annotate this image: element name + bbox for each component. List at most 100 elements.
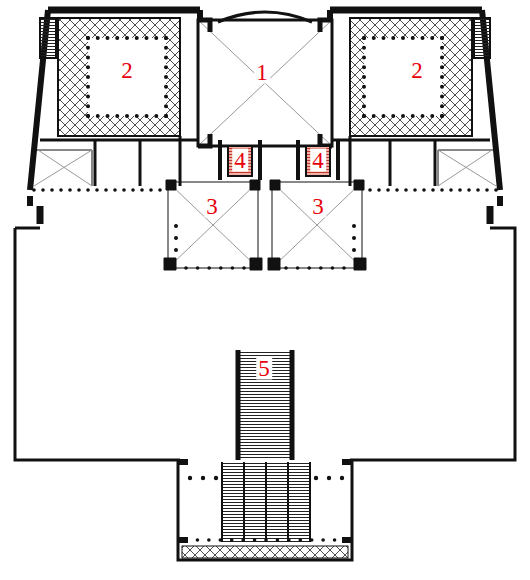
column	[362, 75, 366, 79]
column	[154, 36, 158, 40]
column	[314, 476, 318, 480]
column	[440, 46, 444, 50]
outer-walls	[30, 10, 500, 190]
column	[391, 114, 395, 118]
stair-flight	[306, 146, 330, 176]
column	[86, 36, 90, 40]
column	[310, 538, 314, 542]
column	[164, 114, 168, 118]
column	[307, 266, 311, 270]
column	[230, 538, 234, 542]
column	[86, 188, 90, 192]
column	[430, 36, 434, 40]
column	[86, 95, 90, 99]
grand-stair	[222, 462, 310, 542]
column	[125, 36, 129, 40]
column	[440, 65, 444, 69]
stair-flight	[228, 146, 252, 176]
column	[287, 538, 291, 542]
column	[362, 104, 366, 108]
forecourt-wall	[30, 196, 500, 206]
column	[362, 46, 366, 50]
portico	[166, 180, 364, 190]
column	[319, 266, 323, 270]
cloister-court	[58, 18, 472, 136]
column	[96, 36, 100, 40]
column	[122, 188, 126, 192]
column	[86, 56, 90, 60]
column	[113, 188, 117, 192]
column	[86, 46, 90, 50]
column	[158, 188, 162, 192]
column	[164, 104, 168, 108]
central-hall	[198, 20, 332, 146]
column	[106, 36, 110, 40]
portico	[164, 180, 366, 270]
lower-loggia	[182, 546, 348, 558]
column	[149, 188, 153, 192]
column	[411, 114, 415, 118]
column	[440, 75, 444, 79]
column	[77, 188, 81, 192]
room-walls	[438, 150, 496, 186]
column	[242, 266, 246, 270]
column	[125, 114, 129, 118]
column	[331, 266, 335, 270]
column	[135, 36, 139, 40]
column	[174, 236, 178, 240]
column	[362, 95, 366, 99]
column	[362, 56, 366, 60]
central-hall	[198, 20, 332, 32]
lower-loggia	[178, 462, 352, 540]
column	[174, 248, 178, 252]
column	[106, 114, 110, 118]
column	[104, 188, 108, 192]
cloister-court	[58, 18, 180, 136]
column	[50, 188, 54, 192]
column	[196, 538, 200, 542]
column-row	[32, 36, 498, 542]
central-hall	[198, 20, 332, 146]
column	[352, 236, 356, 240]
cloister-court	[364, 38, 442, 116]
column	[382, 114, 386, 118]
cloister-court	[350, 18, 472, 136]
cloister-court	[88, 38, 166, 116]
column	[440, 36, 444, 40]
column	[201, 476, 205, 480]
column	[86, 65, 90, 69]
room-walls	[34, 136, 496, 186]
column	[401, 114, 405, 118]
portico	[272, 182, 362, 268]
column	[411, 36, 415, 40]
column	[164, 85, 168, 89]
stair-flight	[220, 140, 338, 180]
room-walls	[350, 136, 435, 186]
corner-stair	[474, 18, 490, 58]
callout-number: 2	[409, 59, 425, 82]
column	[284, 266, 288, 270]
column	[391, 36, 395, 40]
column	[382, 36, 386, 40]
callout-number: 2	[119, 59, 135, 82]
column	[440, 56, 444, 60]
column	[372, 114, 376, 118]
grand-stair	[222, 462, 310, 542]
column	[86, 114, 90, 118]
column	[476, 188, 480, 192]
column	[321, 538, 325, 542]
column	[196, 266, 200, 270]
column	[368, 188, 372, 192]
central-hall	[198, 20, 332, 146]
grand-stair	[238, 350, 292, 460]
column	[362, 114, 366, 118]
column	[96, 114, 100, 118]
column	[140, 188, 144, 192]
column	[352, 248, 356, 252]
column	[440, 188, 444, 192]
callout-number: 3	[310, 195, 326, 218]
column	[362, 36, 366, 40]
forecourt-wall	[40, 206, 490, 224]
column	[164, 56, 168, 60]
column	[431, 188, 435, 192]
